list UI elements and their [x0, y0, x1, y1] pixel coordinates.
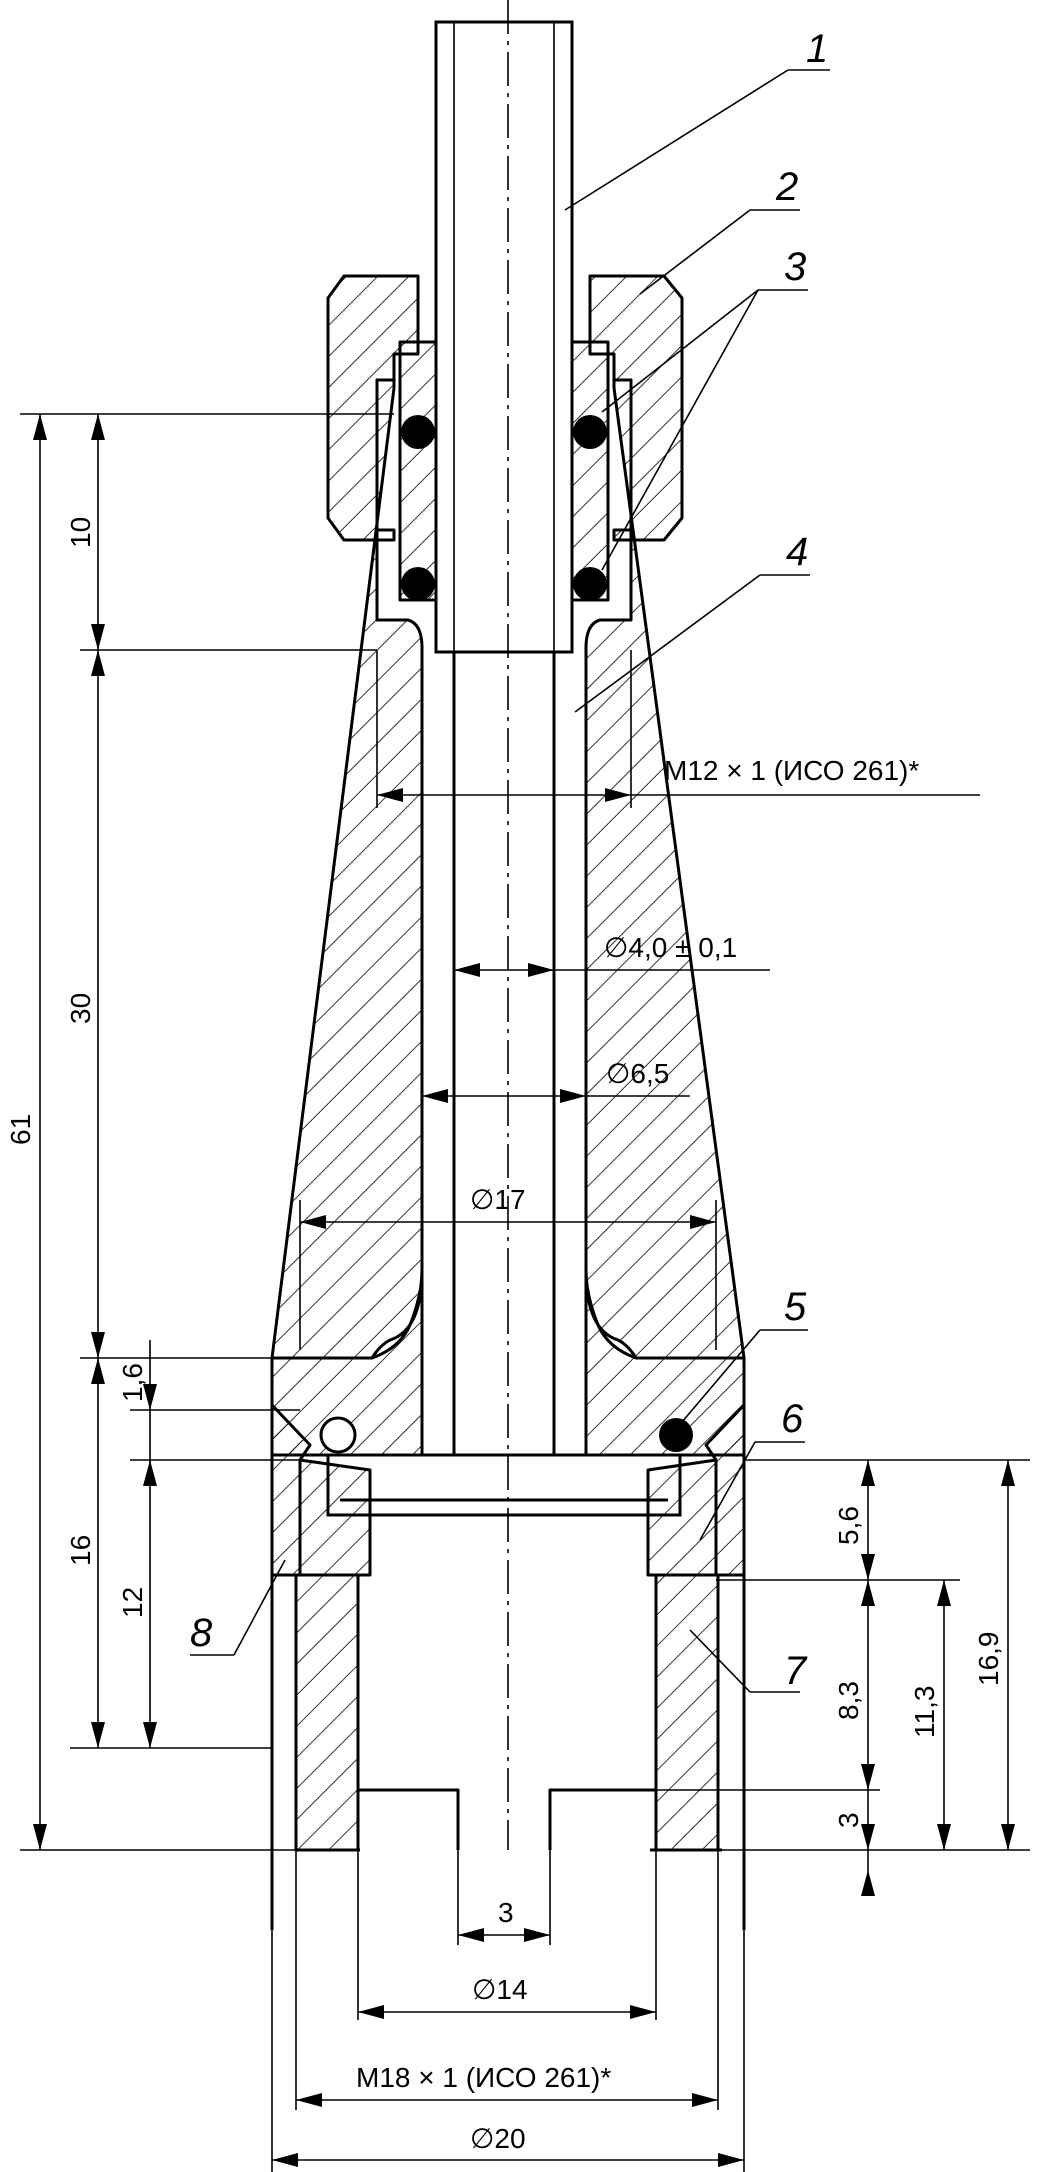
part-7-sleeve: [294, 1573, 722, 1852]
dim-total-height: 16,9: [973, 1632, 1004, 1687]
dim-stem-length: 30: [65, 993, 96, 1024]
callout-1: 1: [806, 27, 828, 71]
dim-base-recess: 1,6: [117, 1363, 148, 1402]
dim-inner-diameter: ∅14: [472, 1974, 528, 2005]
dim-flange-diameter: ∅17: [470, 1184, 526, 1215]
dim-slot-depth: 3: [833, 1812, 864, 1828]
dim-thread-lower: M18 × 1 (ИСО 261)*: [356, 2062, 611, 2093]
callout-6: 6: [781, 1397, 804, 1441]
part-3-o-rings: [401, 415, 607, 601]
part-4-body: [270, 378, 746, 1577]
dim-thread-upper: M12 × 1 (ИСО 261)*: [664, 755, 919, 786]
dim-nut-thread-length: 10: [65, 517, 96, 548]
right-dimensions: [656, 1459, 1030, 1896]
dim-seal-height: 5,6: [833, 1506, 864, 1545]
callout-4: 4: [786, 530, 808, 574]
dim-overall-length: 61: [5, 1114, 36, 1145]
dim-stem-diameter: ∅6,5: [606, 1058, 669, 1089]
callout-7: 7: [784, 1649, 808, 1693]
callout-8: 8: [190, 1611, 213, 1655]
callout-leaders: [190, 69, 830, 1693]
horizontal-dimensions: [271, 650, 980, 2172]
dim-outer-diameter: ∅20: [470, 2123, 526, 2154]
part-2-union-nut: [326, 274, 684, 542]
part-6-disc: [298, 1453, 718, 1577]
left-dimensions: [20, 413, 394, 1851]
dim-slot-width: 3: [498, 1897, 514, 1928]
dim-base-height: 12: [117, 1587, 148, 1618]
dim-lower-section: 8,3: [833, 1681, 864, 1720]
callout-2: 2: [775, 165, 798, 209]
callout-5: 5: [784, 1285, 807, 1329]
dim-lower-total: 11,3: [909, 1686, 940, 1738]
part-8-housing: [270, 1358, 746, 1930]
dim-bore-diameter: ∅4,0 ± 0,1: [604, 932, 737, 963]
part-1-tube: [398, 20, 610, 654]
callout-3: 3: [784, 245, 806, 289]
dim-base-length: 16: [65, 1535, 96, 1566]
part-5-o-ring: [319, 1416, 693, 1454]
